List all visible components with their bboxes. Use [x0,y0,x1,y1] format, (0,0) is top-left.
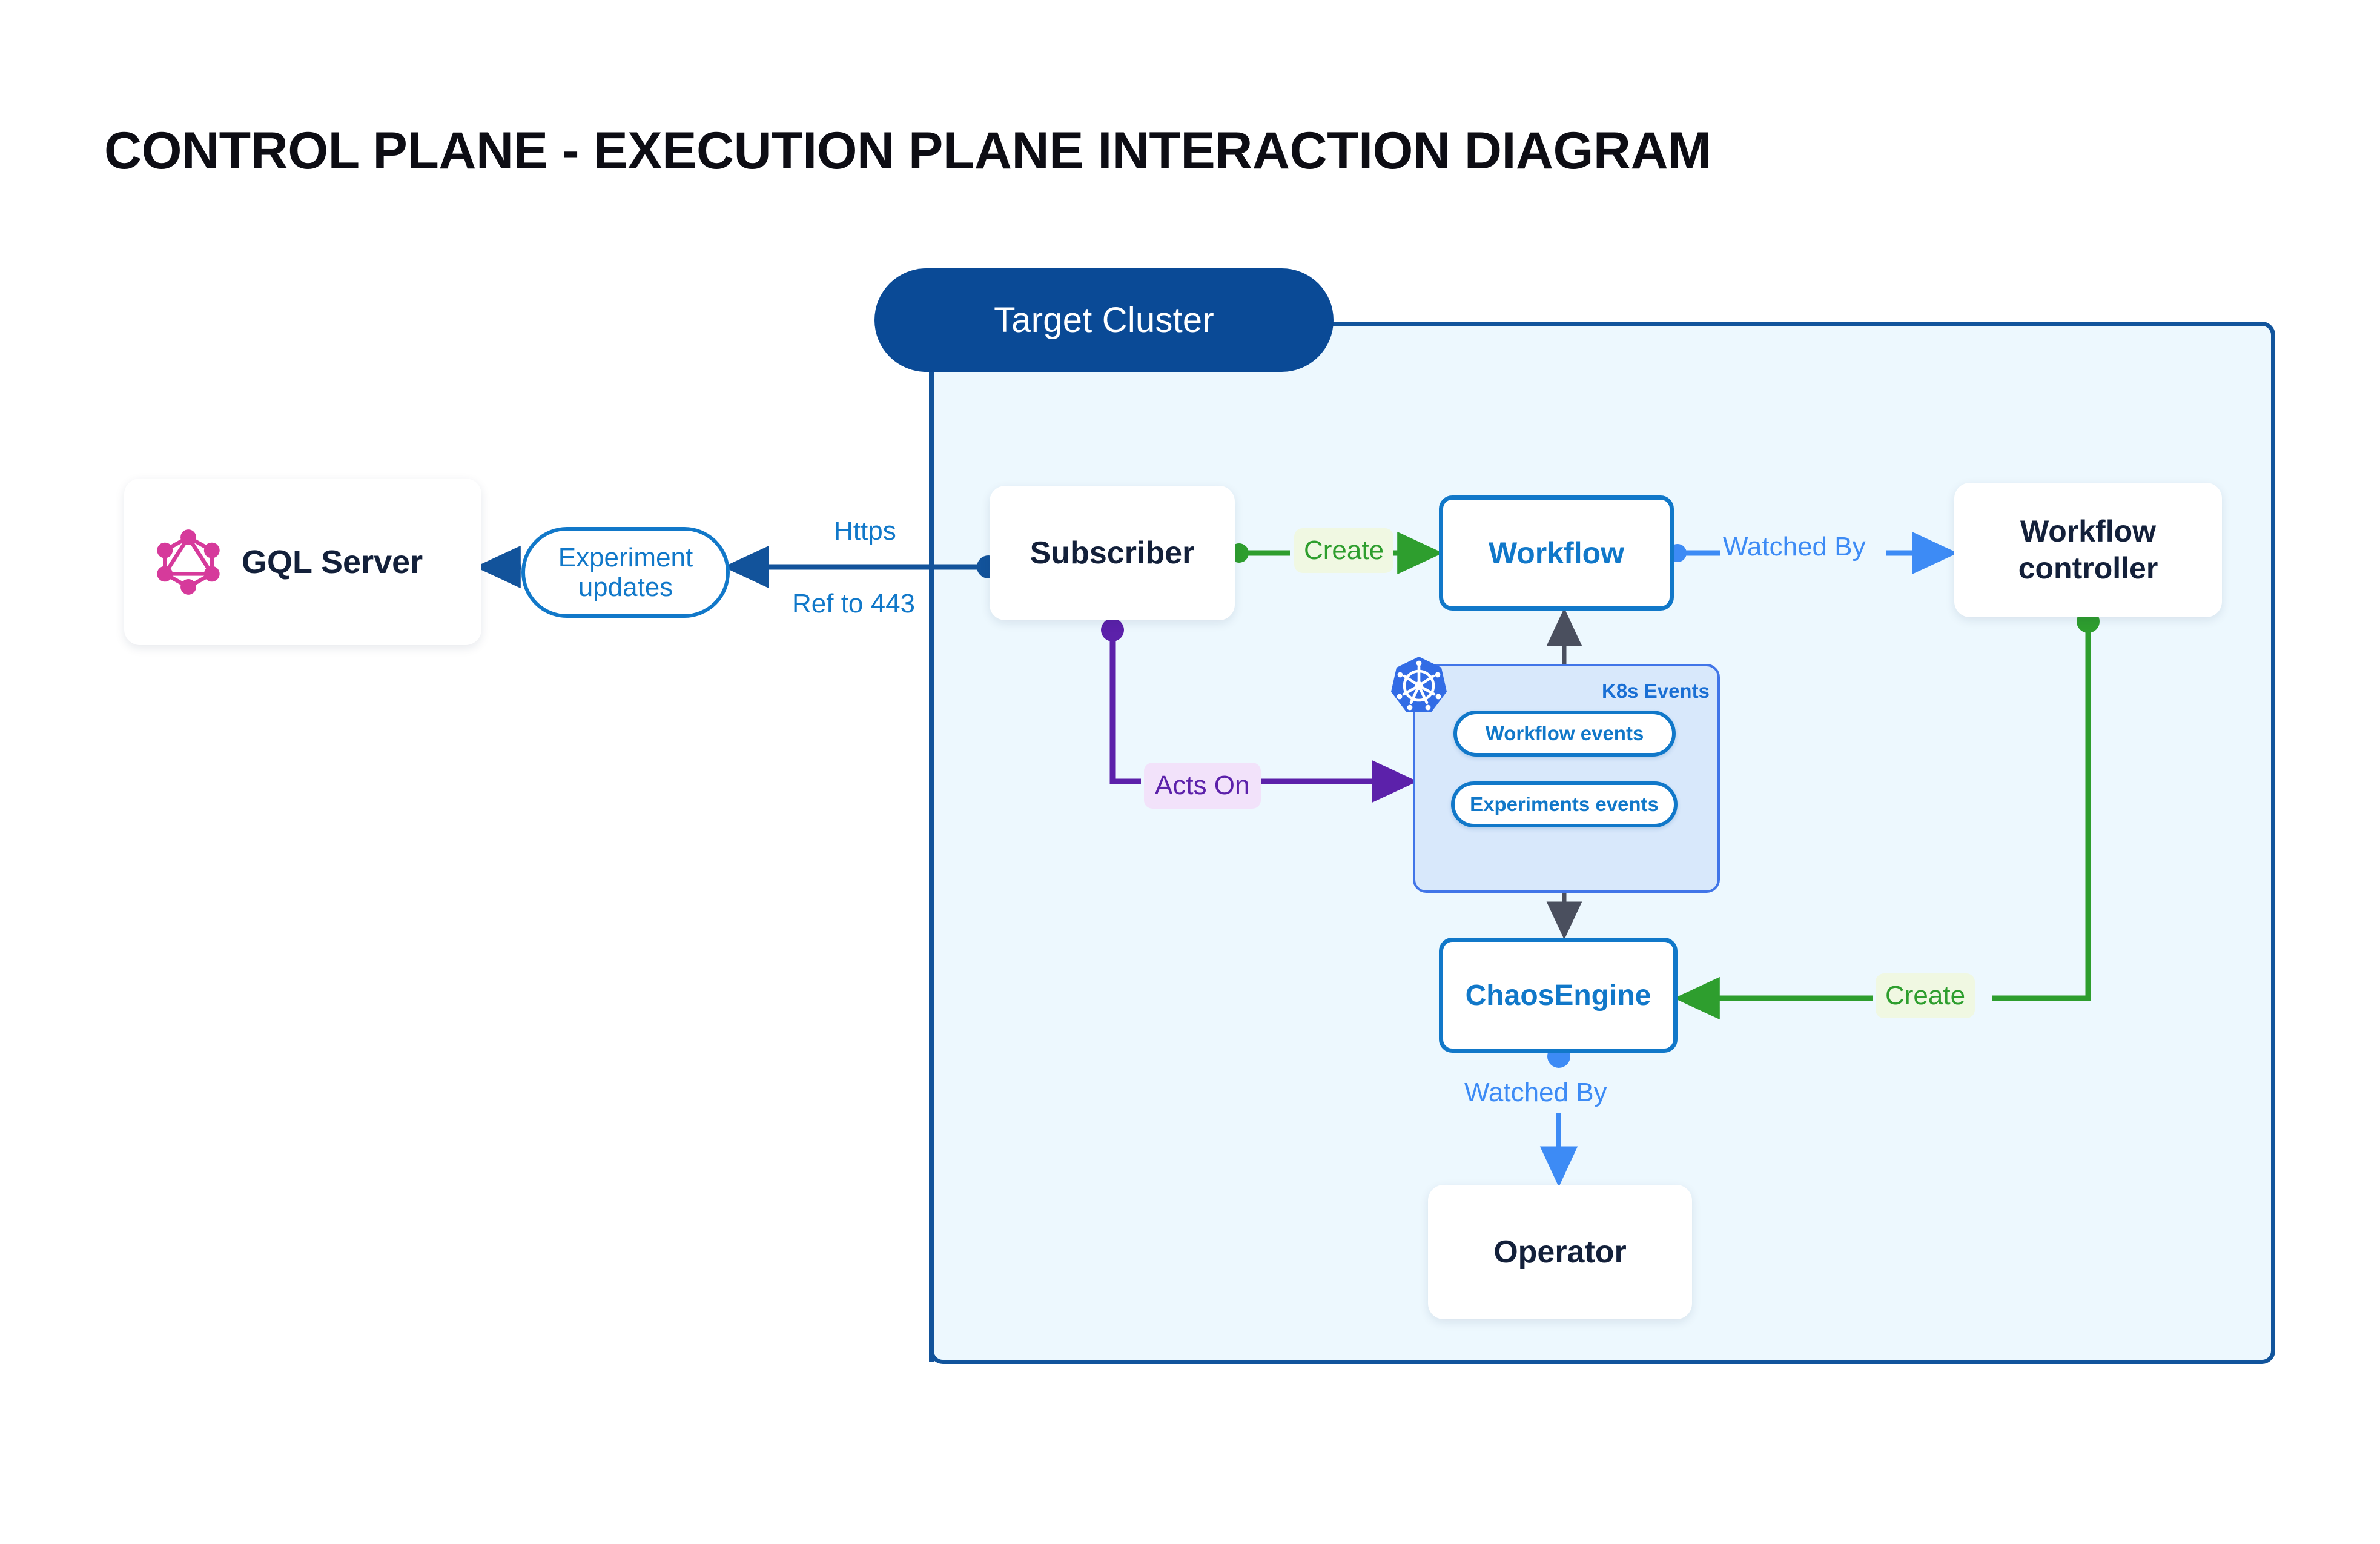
k8s-events-group [1413,664,1720,893]
edge-label-create-controller-chaosengine: Create [1876,973,1975,1018]
k8s-event-workflow-events[interactable]: Workflow events [1453,711,1676,757]
k8s-event-workflow-events-label: Workflow events [1485,722,1644,744]
k8s-events-group-label: K8s Events [1602,680,1710,702]
edge-label-ref-to-443: Ref to 443 [792,589,916,618]
edge-label-acts-on: Acts On [1144,763,1261,809]
node-gql-server[interactable]: GQL Server [124,479,481,645]
node-operator-label: Operator [1493,1234,1627,1270]
node-workflow-label: Workflow [1488,536,1625,570]
node-subscriber[interactable]: Subscriber [990,486,1235,620]
edge-label-experiment-updates-line1: Experiment [558,542,693,572]
target-cluster-title: Target Cluster [874,268,1334,372]
page-title: CONTROL PLANE - EXECUTION PLANE INTERACT… [104,122,1711,180]
node-subscriber-label: Subscriber [1030,535,1195,571]
node-gql-server-label: GQL Server [242,543,423,580]
edge-label-experiment-updates: Experiment updates [521,527,730,618]
k8s-event-experiments-events[interactable]: Experiments events [1451,781,1678,827]
edge-label-create-subscriber-workflow: Create [1294,528,1394,573]
edge-label-watched-by-workflow-controller: Watched By [1723,532,1866,562]
node-workflow-controller-label-line2: controller [2018,551,2158,585]
node-chaos-engine[interactable]: ChaosEngine [1439,938,1678,1053]
k8s-event-experiments-events-label: Experiments events [1470,793,1659,815]
node-workflow-controller-label-line1: Workflow [2020,514,2157,548]
edge-label-https: Https [834,516,896,546]
node-operator[interactable]: Operator [1428,1185,1692,1319]
node-workflow-controller[interactable]: Workflow controller [1954,483,2222,617]
graphql-logo-icon [156,528,221,596]
edge-label-watched-by-chaosengine-operator: Watched By [1464,1078,1607,1107]
node-chaos-engine-label: ChaosEngine [1465,979,1651,1012]
edge-label-experiment-updates-line2: updates [578,572,673,602]
node-workflow[interactable]: Workflow [1439,495,1674,611]
kubernetes-icon [1387,654,1451,718]
